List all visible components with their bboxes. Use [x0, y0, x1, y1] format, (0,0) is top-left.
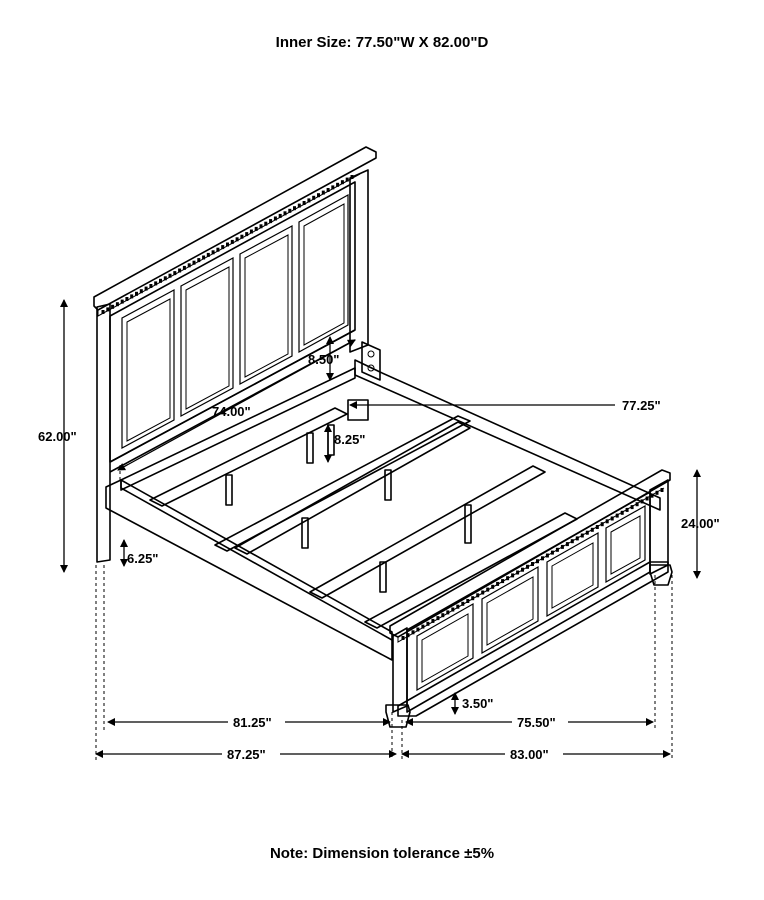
outer-length-label: 87.25"	[227, 747, 266, 762]
headboard-width-label: 74.00"	[212, 404, 251, 419]
overall-width-label: 83.00"	[510, 747, 549, 762]
inner-length-label: 81.25"	[233, 715, 272, 730]
foot-height-label: 3.50"	[462, 696, 493, 711]
footboard-bead-trim	[401, 488, 664, 640]
inner-size-title: Inner Size: 77.50"W X 82.00"D	[275, 34, 489, 51]
dimension-arrows	[60, 299, 701, 758]
footboard-panels	[416, 504, 646, 692]
footboard	[385, 469, 673, 728]
footboard-inner-width-label: 75.50"	[517, 715, 556, 730]
tolerance-note: Note: Dimension tolerance ±5%	[269, 845, 495, 862]
footboard-height-label: 24.00"	[681, 516, 720, 531]
inner-depth-label: 77.25"	[622, 398, 661, 413]
headboard-height-label: 62.00"	[38, 429, 77, 444]
rail-height-label: 6.25"	[127, 551, 158, 566]
headboard-panel-height-label: 8.50"	[308, 352, 339, 367]
slat-leg-height-label: 8.25"	[334, 432, 365, 447]
headboard-bead-trim	[101, 175, 354, 314]
extension-lines	[95, 465, 673, 760]
